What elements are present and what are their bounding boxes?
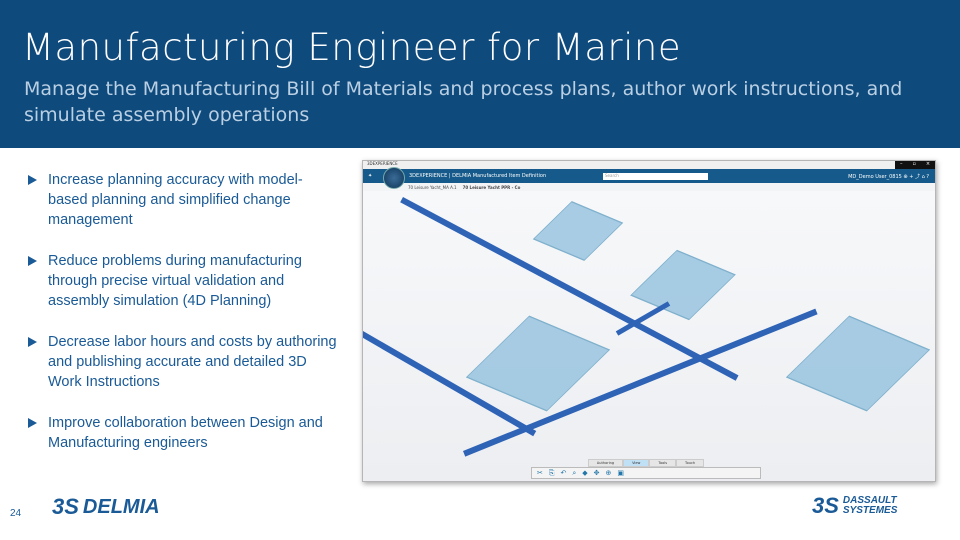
cube-icon[interactable]: ◆ [582, 469, 588, 477]
bullet-item: Reduce problems during manufacturing thr… [28, 251, 338, 311]
cut-icon[interactable]: ✂ [537, 469, 543, 477]
tab-tools[interactable]: Tools [649, 459, 677, 467]
page-number: 24 [10, 508, 22, 519]
3d-viewport[interactable]: Authoring View Tools Touch ✂ ⎘ ↶ ⌕ ◆ ✥ ⊕ ▣ [363, 191, 935, 481]
station-plate[interactable] [532, 201, 624, 261]
zoom-icon[interactable]: ⊕ [605, 469, 612, 477]
ribbon-tabs: Authoring View Tools Touch [587, 459, 705, 467]
bullet-item: Increase planning accuracy with model-ba… [28, 170, 338, 230]
station-plate[interactable] [465, 315, 611, 412]
tab-authoring[interactable]: Authoring [587, 459, 624, 467]
search-input[interactable]: Search [603, 172, 708, 180]
user-name: MD_Demo User_0815 ⊕ + ⤴ ⌂ ? [848, 173, 929, 180]
window-titlebar: 3DEXPERIENCE –▫× [363, 161, 935, 170]
toolbar: ✂ ⎘ ↶ ⌕ ◆ ✥ ⊕ ▣ [531, 467, 761, 479]
bullet-arrow-icon [28, 418, 37, 428]
tab-view[interactable]: View [623, 459, 650, 467]
bullet-arrow-icon [28, 256, 37, 266]
compass-icon[interactable] [383, 167, 405, 189]
bullet-arrow-icon [28, 337, 37, 347]
copy-icon[interactable]: ⎘ [548, 468, 555, 477]
window-controls[interactable]: –▫× [895, 161, 935, 170]
station-plate[interactable] [785, 315, 931, 412]
bullet-arrow-icon [28, 175, 37, 185]
doc-tab-active[interactable]: 70 Leisure Yacht PPR - Co [462, 184, 521, 190]
slide-header: Manufacturing Engineer for Marine Manage… [0, 0, 960, 148]
search-icon[interactable]: ⌕ [572, 468, 577, 477]
app-screenshot: 3DEXPERIENCE –▫× ✦ 3DEXPERIENCE | DELMIA… [362, 160, 936, 482]
slide-title: Manufacturing Engineer for Marine [22, 26, 682, 69]
view-icon[interactable]: ▣ [617, 469, 625, 477]
bullet-item: Decrease labor hours and costs by author… [28, 332, 338, 392]
bullet-list: Increase planning accuracy with model-ba… [28, 170, 338, 474]
tab-touch[interactable]: Touch [676, 459, 705, 467]
app-bar: ✦ 3DEXPERIENCE | DELMIA Manufactured Ite… [363, 167, 935, 189]
doc-tabs: 70 Leisure Yacht_MA A.1 70 Leisure Yacht… [363, 183, 935, 191]
app-title: 3DEXPERIENCE | DELMIA Manufactured Item … [409, 173, 547, 179]
doc-tab[interactable]: 70 Leisure Yacht_MA A.1 [408, 184, 457, 190]
station-plate[interactable] [630, 249, 736, 321]
bullet-item: Improve collaboration between Design and… [28, 413, 338, 453]
pan-icon[interactable]: ✥ [593, 469, 600, 477]
3ds-logo-icon: ✦ [368, 173, 373, 179]
slide-subtitle: Manage the Manufacturing Bill of Materia… [24, 78, 903, 126]
undo-icon[interactable]: ↶ [560, 469, 567, 477]
action-bar: Authoring View Tools Touch ✂ ⎘ ↶ ⌕ ◆ ✥ ⊕ ▣ [531, 459, 761, 479]
